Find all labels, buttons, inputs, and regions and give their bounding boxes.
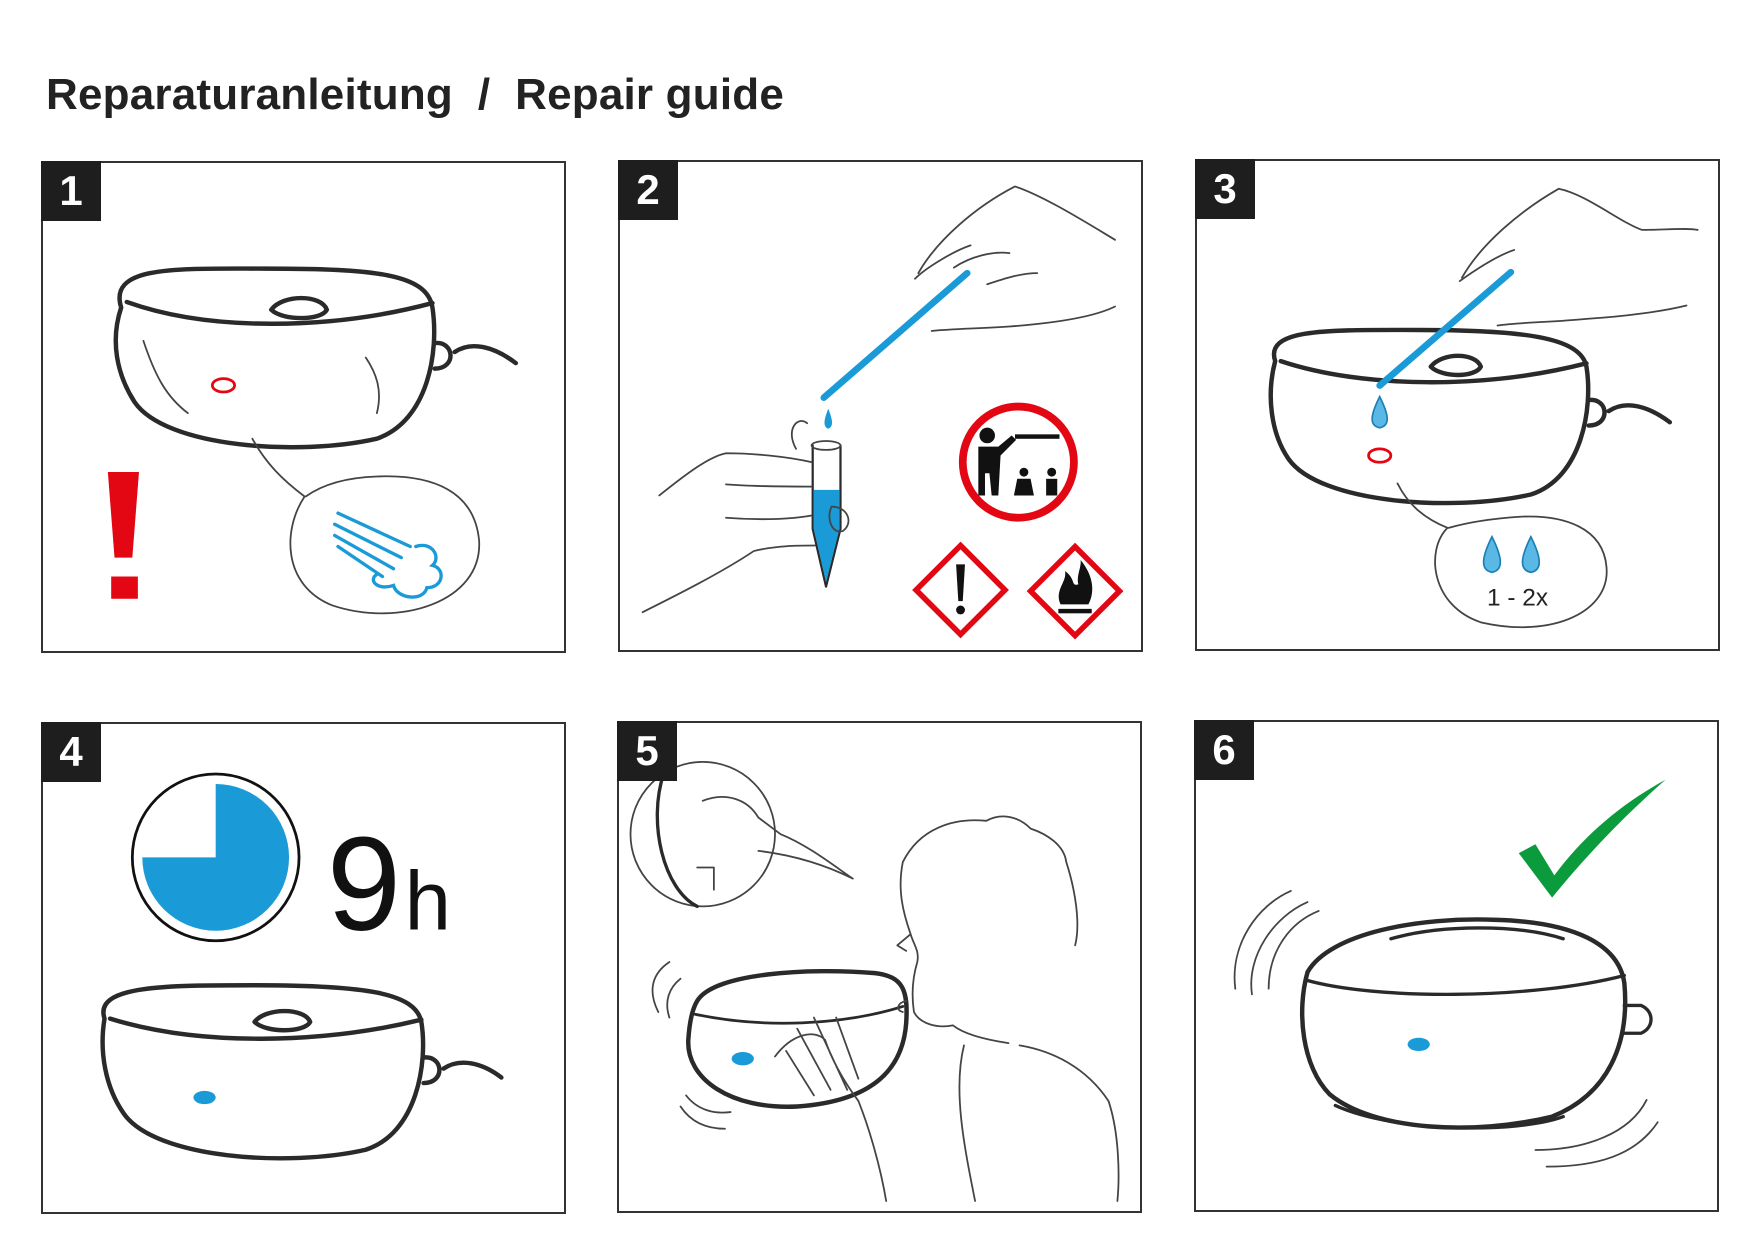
valve-detail-icon	[629, 761, 854, 909]
leak-marker	[210, 377, 236, 394]
speech-bubble	[251, 437, 481, 615]
drop-icon	[824, 408, 833, 429]
step-number: 1	[41, 161, 101, 221]
step-5-panel: 5	[617, 721, 1142, 1213]
hazard-exclamation-icon	[912, 541, 1009, 639]
drop-icon	[1371, 394, 1389, 429]
hand-left-icon	[641, 420, 850, 614]
sealed-marker	[193, 1090, 216, 1105]
step-3-illustration: 1 - 2x	[1268, 187, 1699, 629]
inflatable-pot-icon	[686, 968, 909, 1109]
pot-icon	[1268, 327, 1673, 506]
keep-away-from-children-icon	[958, 402, 1078, 522]
motion-lines-icon	[1233, 890, 1659, 1168]
speech-bubble	[1396, 482, 1608, 629]
step-3-panel: 3 1 - 2x	[1195, 159, 1720, 651]
pipette-icon	[1376, 268, 1515, 389]
tube-icon	[810, 440, 842, 588]
pipette-icon	[820, 269, 971, 401]
step-1-illustration	[107, 266, 519, 615]
leak-marker	[1367, 447, 1393, 464]
step-4-panel: 4 9 h	[41, 722, 566, 1214]
hand-top-icon	[1458, 187, 1699, 327]
pot-icon	[100, 983, 504, 1161]
sealed-marker	[1407, 1037, 1430, 1052]
person-blowing-icon	[774, 815, 1120, 1202]
step-6-illustration	[1233, 779, 1666, 1168]
motion-lines-icon	[651, 961, 732, 1130]
step-5-illustration	[629, 761, 1120, 1202]
air-escape-icon	[332, 511, 443, 599]
drops-count-label: 1 - 2x	[1487, 585, 1548, 612]
pot-icon	[113, 266, 519, 450]
sealed-marker	[731, 1052, 754, 1066]
inflated-pot-icon	[1299, 917, 1653, 1130]
step-2-illustration	[641, 185, 1124, 640]
flammable-icon	[1026, 542, 1124, 640]
wait-time-value: 9	[327, 810, 401, 959]
clock-icon	[130, 772, 301, 943]
step-2-panel: 2	[618, 160, 1143, 652]
checkmark-icon	[1518, 779, 1666, 898]
step-number: 6	[1194, 720, 1254, 780]
step-number: 5	[617, 721, 677, 781]
wait-time-unit: h	[405, 855, 451, 948]
page-title: Reparaturanleitung / Repair guide	[46, 70, 785, 119]
step-number: 4	[41, 722, 101, 782]
exclamation-icon	[107, 472, 139, 599]
step-number: 2	[618, 160, 678, 220]
step-1-panel: 1	[41, 161, 566, 653]
step-6-panel: 6	[1194, 720, 1719, 1212]
step-number: 3	[1195, 159, 1255, 219]
step-4-illustration: 9 h	[100, 772, 504, 1161]
hand-top-icon	[914, 185, 1116, 332]
two-drops-icon	[1482, 534, 1541, 574]
